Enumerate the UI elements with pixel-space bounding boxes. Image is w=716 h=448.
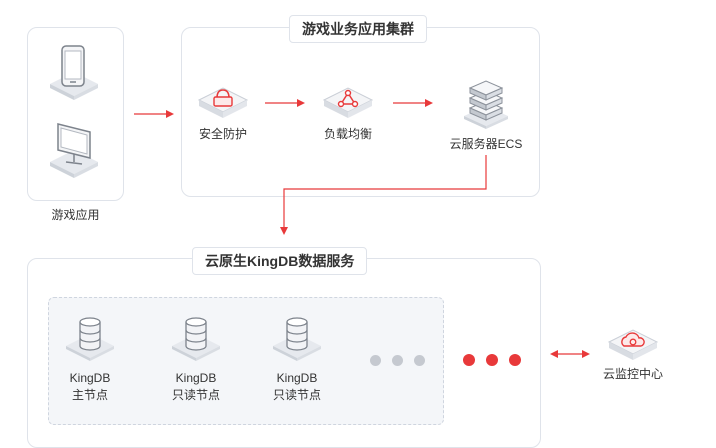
ellipsis-dot-gray (392, 355, 403, 366)
node-readonly2-line1: KingDB (276, 371, 318, 385)
ellipsis-dot-red (509, 354, 521, 366)
bidirectional-arrow (550, 348, 590, 360)
cloud-monitor-label: 云监控中心 (602, 367, 663, 381)
shield-lock-icon (195, 82, 251, 122)
load-balancer-icon (320, 82, 376, 122)
node-primary-line2: 主节点 (71, 388, 108, 402)
database-readonly-icon (168, 314, 224, 362)
game-cluster-title: 游戏业务应用集群 (289, 15, 427, 43)
security-label: 安全防护 (198, 127, 247, 141)
database-readonly-icon (269, 314, 325, 362)
game-app-label: 游戏应用 (51, 208, 100, 222)
load-balance-label: 负载均衡 (323, 127, 372, 141)
mobile-phone-icon (46, 40, 102, 104)
arrow-security-to-lb (265, 97, 305, 109)
ellipsis-dot-gray (370, 355, 381, 366)
ecs-label: 云服务器ECS (449, 137, 523, 151)
cloud-monitor-icon (605, 324, 661, 364)
database-primary-icon (62, 314, 118, 362)
ellipsis-dot-gray (414, 355, 425, 366)
kingdb-title: 云原生KingDB数据服务 (192, 247, 368, 275)
arrow-lb-to-ecs (393, 97, 433, 109)
server-stack-icon (458, 78, 514, 130)
node-readonly1-line2: 只读节点 (171, 388, 220, 402)
ellipsis-dot-red (486, 354, 498, 366)
node-readonly1-line1: KingDB (175, 371, 217, 385)
arrow-devices-to-cluster (134, 108, 174, 120)
desktop-monitor-icon (46, 118, 102, 182)
node-primary-line1: KingDB (69, 371, 111, 385)
connector-ecs-to-kingdb (278, 155, 490, 235)
node-readonly2-line2: 只读节点 (272, 388, 321, 402)
ellipsis-dot-red (463, 354, 475, 366)
